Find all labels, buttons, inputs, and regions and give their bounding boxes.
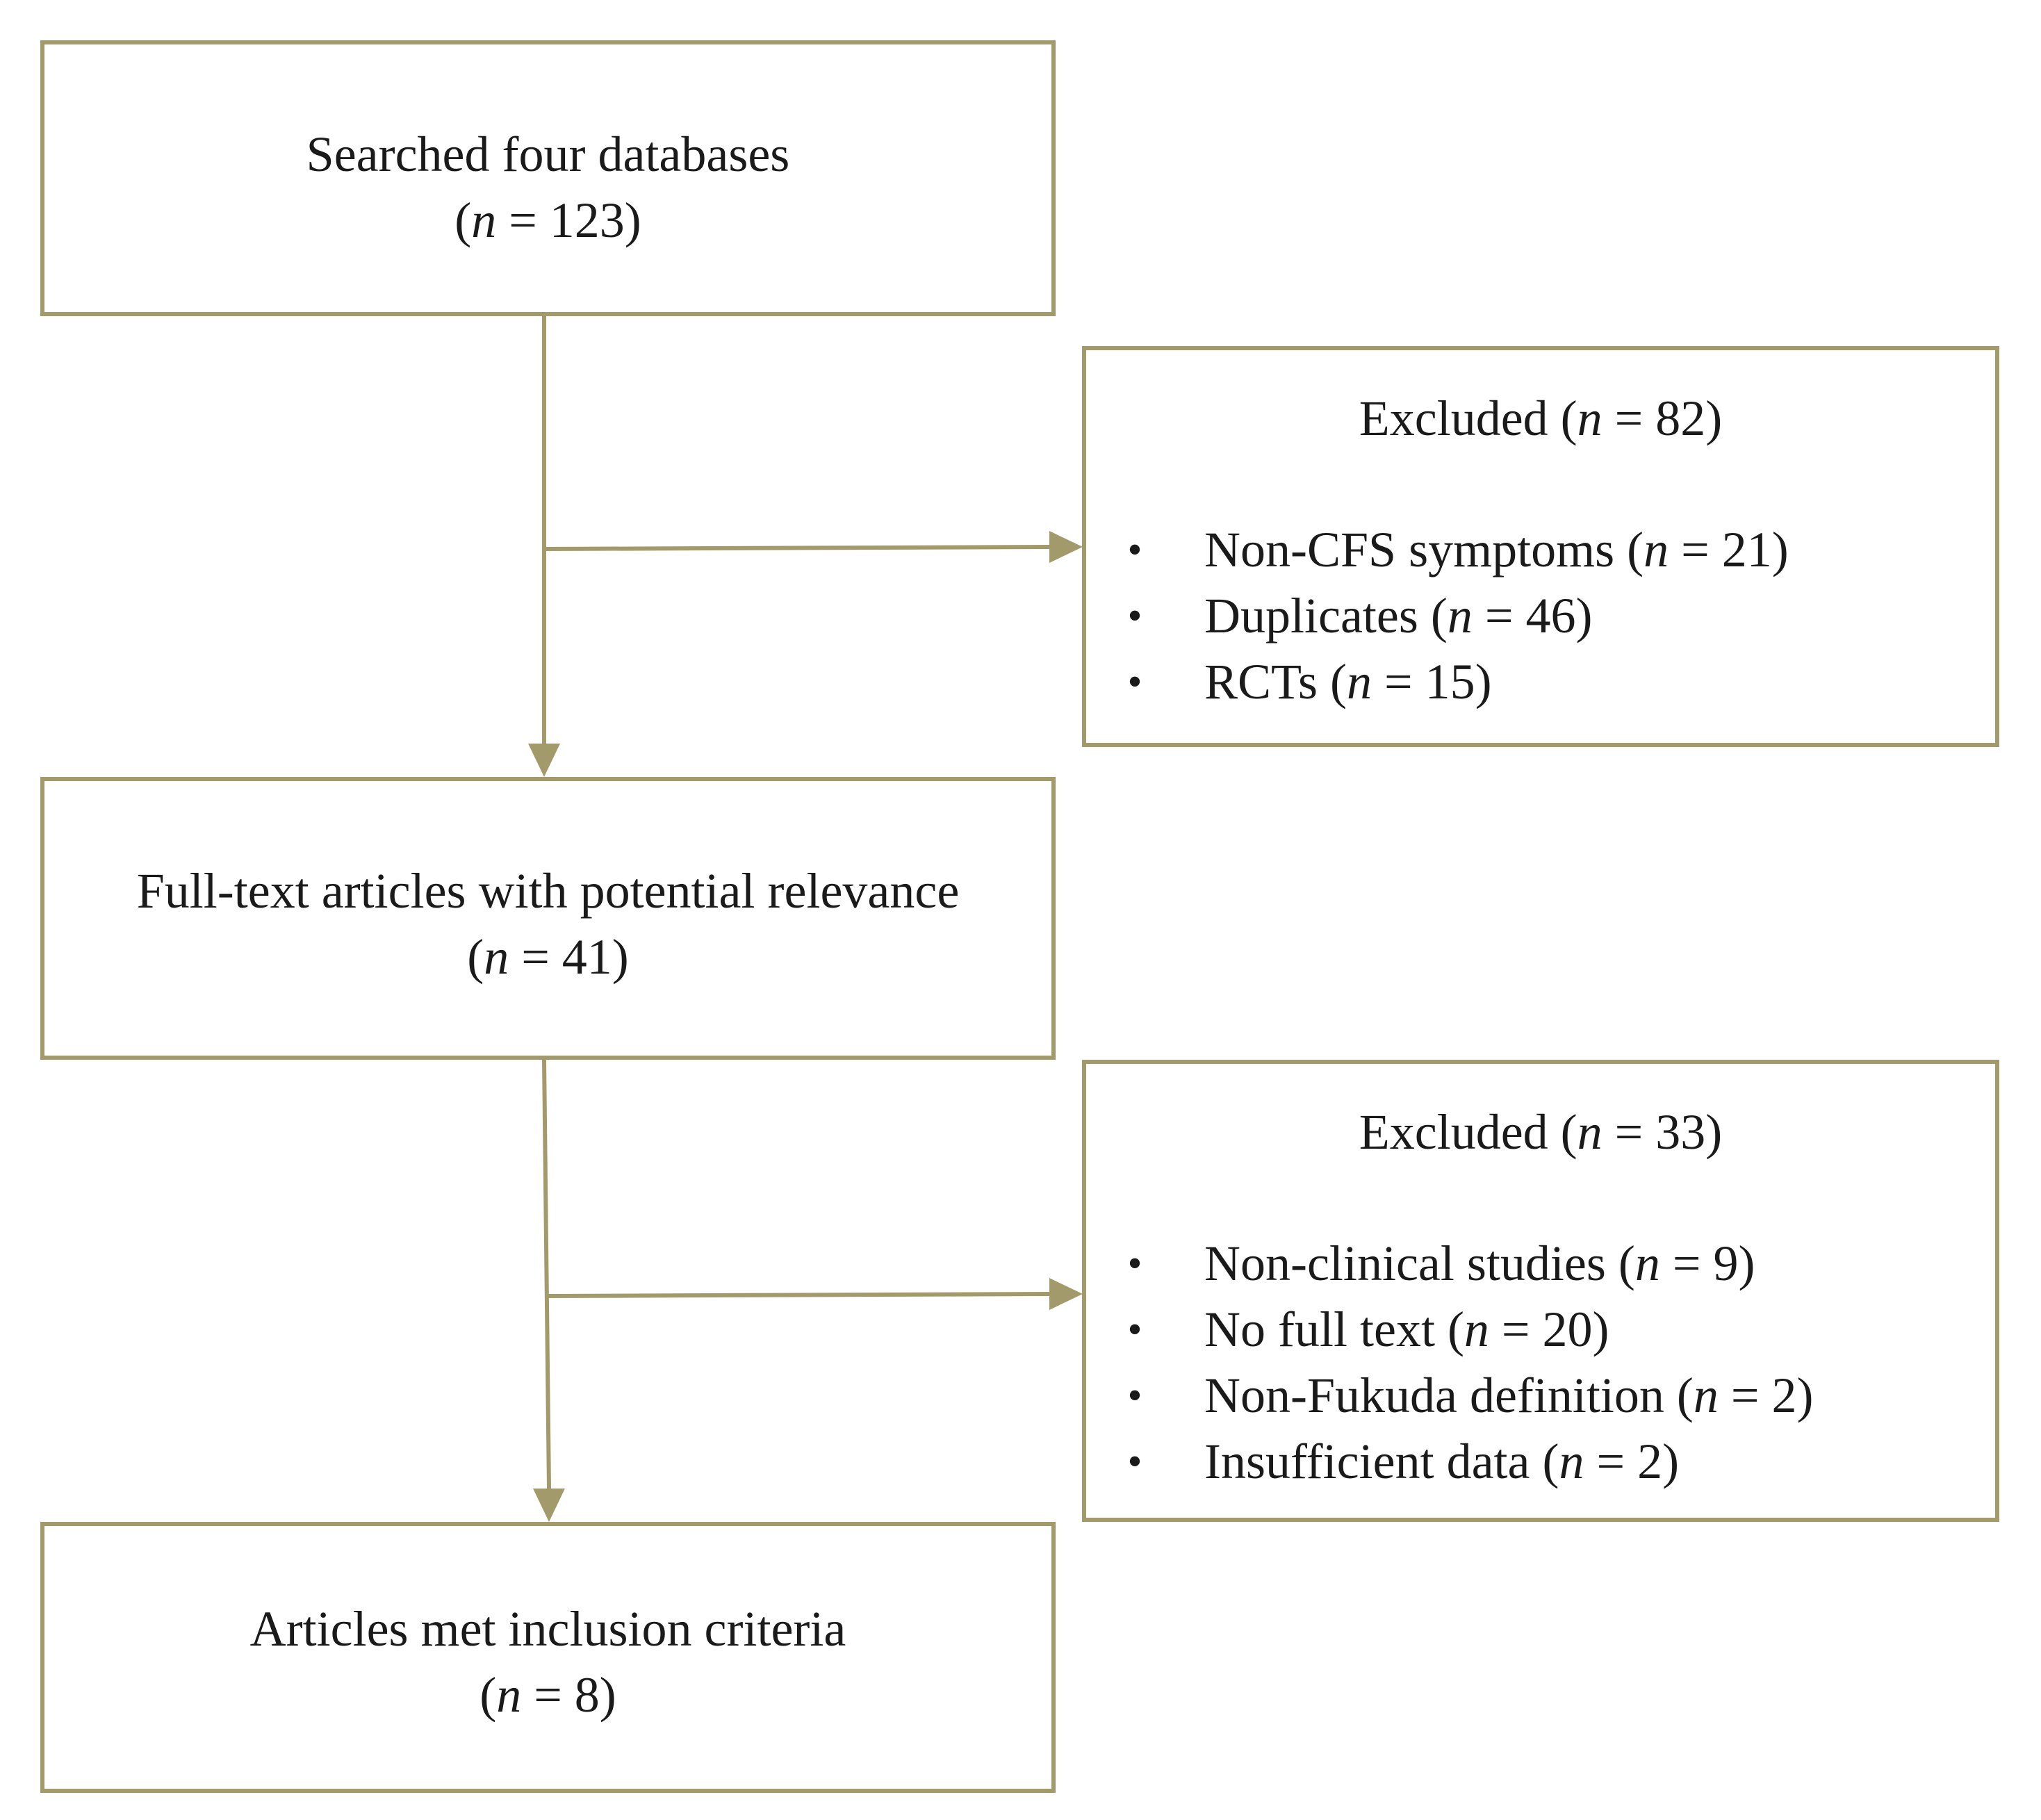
- search-box-label: Searched four databases: [306, 126, 790, 182]
- bullet-icon: •: [1127, 1306, 1142, 1352]
- exclusion-box-2: Excluded (n = 33) •Non-clinical studies …: [1082, 1060, 1999, 1522]
- arrow-fulltext-to-included: [542, 1059, 551, 1489]
- list-item: •Non-Fukuda definition (n = 2): [1121, 1363, 1981, 1429]
- exclusion-1-list: •Non-CFS symptoms (n = 21) •Duplicates (…: [1121, 517, 1981, 715]
- arrowhead-exclusion-1: [1049, 531, 1083, 563]
- arrowhead-included: [533, 1489, 565, 1522]
- search-box: Searched four databases (n = 123): [40, 40, 1056, 316]
- fulltext-box-label: Full-text articles with potential releva…: [136, 863, 960, 919]
- exclusion-box-1: Excluded (n = 82) •Non-CFS symptoms (n =…: [1082, 346, 1999, 747]
- bullet-icon: •: [1127, 1438, 1142, 1484]
- list-item: •Insufficient data (n = 2): [1121, 1429, 1981, 1495]
- bullet-icon: •: [1127, 1372, 1142, 1418]
- search-box-count: (n = 123): [454, 192, 641, 248]
- bullet-icon: •: [1127, 527, 1142, 573]
- fulltext-box-count: (n = 41): [467, 929, 629, 985]
- list-item: •Non-CFS symptoms (n = 21): [1121, 517, 1981, 583]
- included-box: Articles met inclusion criteria (n = 8): [40, 1522, 1056, 1793]
- bullet-icon: •: [1127, 1240, 1142, 1286]
- list-item: •Non-clinical studies (n = 9): [1121, 1231, 1981, 1297]
- exclusion-1-title: Excluded (n = 82): [1359, 391, 1723, 446]
- arrow-to-exclusion-2: [546, 1292, 1050, 1298]
- exclusion-2-title: Excluded (n = 33): [1359, 1104, 1723, 1160]
- list-item: •No full text (n = 20): [1121, 1297, 1981, 1363]
- list-item: •RCTs (n = 15): [1121, 649, 1981, 715]
- arrowhead-fulltext: [528, 744, 560, 777]
- included-box-label: Articles met inclusion criteria: [249, 1601, 846, 1657]
- list-item: •Duplicates (n = 46): [1121, 583, 1981, 649]
- included-box-count: (n = 8): [479, 1667, 616, 1723]
- bullet-icon: •: [1127, 593, 1142, 639]
- arrow-to-exclusion-1: [543, 545, 1050, 551]
- fulltext-box: Full-text articles with potential releva…: [40, 777, 1056, 1060]
- arrowhead-exclusion-2: [1049, 1278, 1083, 1310]
- bullet-icon: •: [1127, 659, 1142, 705]
- exclusion-2-list: •Non-clinical studies (n = 9) •No full t…: [1121, 1231, 1981, 1495]
